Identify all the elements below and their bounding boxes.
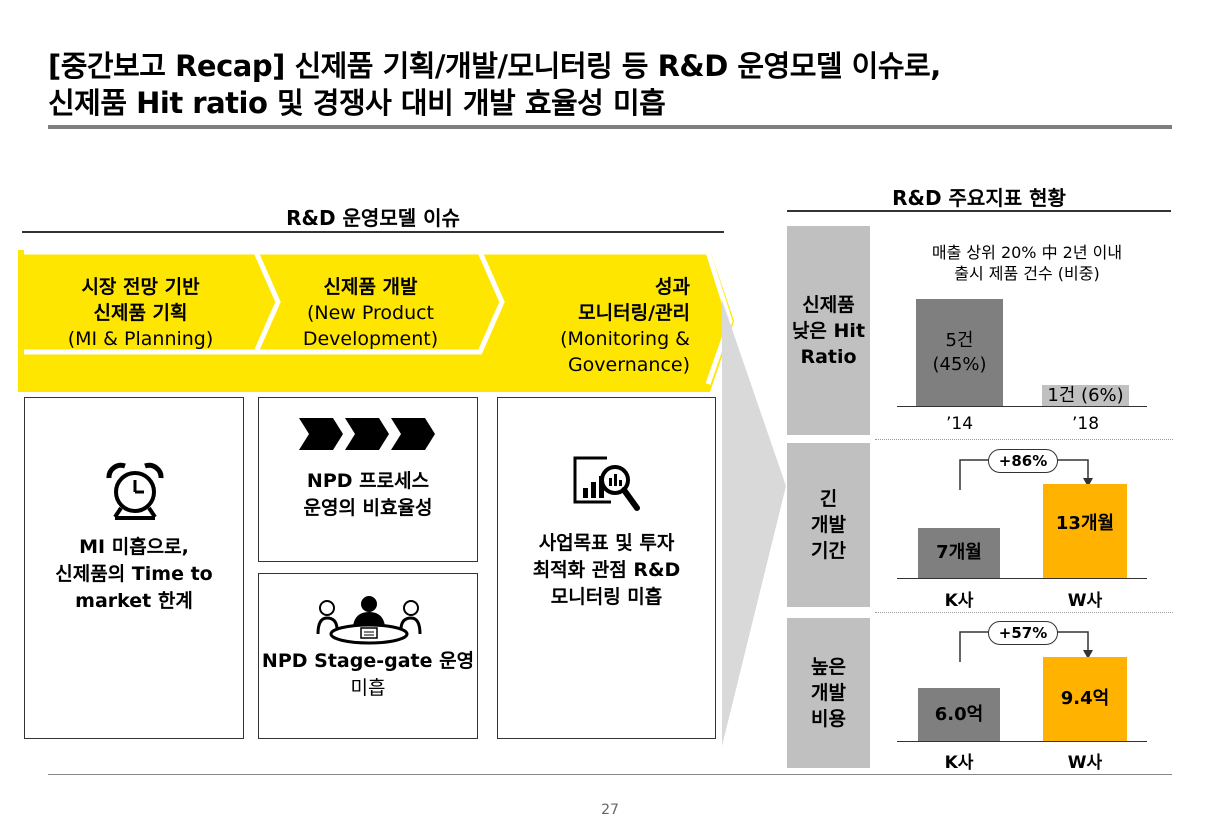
dev-cost-label: 높은 개발 비용 [787,618,870,768]
phase-development: 신제품 개발 (New Product Development) [258,274,483,352]
hit-ratio-label-line1: 신제품 [802,293,855,316]
phase-planning: 시장 전망 기반 신제품 기획 (MI & Planning) [28,274,253,352]
dev-period-label: 긴 개발 기간 [787,443,870,607]
dev-period-label-line3: 기간 [811,540,846,562]
hit-ratio-label-line3: Ratio [800,345,857,368]
row-divider-1 [875,439,1173,440]
issue-stage-gate-line2: 미흡 [350,677,386,699]
dev-cost-label-line3: 비용 [811,708,846,730]
dev-cost-growth-badge: +57% [988,621,1058,645]
phase-planning-line1: 시장 전망 기반 [81,276,200,298]
hit-ratio-bar-18-value: 1건 (6%) [1047,384,1124,406]
issue-monitoring-text: 사업목표 및 투자 최적화 관점 R&D 모니터링 미흡 [498,530,715,611]
analytics-magnifier-icon [573,456,640,511]
issue-npd-process-line2: 운영의 비효율성 [303,497,433,519]
dev-cost-x-label-k: K사 [944,753,974,773]
phase-chevron-2 [254,250,505,355]
dev-cost-bar-w-value: 9.4억 [1060,688,1110,709]
hit-ratio-subtitle-line2: 출시 제품 건수 (비중) [954,264,1100,283]
dev-cost-bar-k-value: 6.0억 [934,703,984,725]
phase-development-line1: 신제품 개발 [323,276,418,298]
phase-development-line3: Development) [302,328,439,350]
issue-monitoring-line2: 최적화 관점 R&D [532,559,681,581]
hit-ratio-bar-14-value: 5건 [945,329,974,351]
footer-divider [48,774,1172,775]
left-section-rule [22,231,724,233]
issue-box-monitoring: 사업목표 및 투자 최적화 관점 R&D 모니터링 미흡 [497,397,716,739]
dev-period-label-line2: 개발 [811,514,846,536]
title-divider [48,125,1172,129]
meeting-icon [316,596,422,645]
issue-box-stage-gate: NPD Stage-gate 운영 미흡 [258,573,478,739]
issue-monitoring-line3: 모니터링 미흡 [550,586,663,608]
process-arrow [18,250,734,392]
phase-monitoring-line4: Governance) [567,354,690,376]
page-title: [중간보고 Recap] 신제품 기획/개발/모니터링 등 R&D 운영모델 이… [48,48,1168,122]
right-section-header: R&D 주요지표 현황 [892,186,1066,210]
phase-development-line2: (New Product [306,302,435,324]
hit-ratio-x-label-14: ’14 [945,414,974,434]
dev-period-bar-w: 13개월 [1043,484,1127,578]
dev-cost-axis [897,741,1147,742]
issue-box-mi: MI 미흡으로, 신제품의 Time to market 한계 [24,397,244,739]
hit-ratio-x-label-18: ’18 [1071,414,1100,434]
issue-stage-gate-line1: NPD Stage-gate 운영 [261,650,475,672]
row-divider-2 [875,612,1173,613]
dev-cost-bar-w: 9.4억 [1043,657,1127,741]
phase-monitoring-line2: 모니터링/관리 [578,302,690,324]
issue-npd-process-text: NPD 프로세스 운영의 비효율성 [259,468,477,522]
issue-mi-text: MI 미흡으로, 신제품의 Time to market 한계 [25,534,243,615]
hit-ratio-bar-18: 1건 (6%) [1042,385,1129,406]
dev-cost-bar-k: 6.0억 [918,688,1000,741]
page-title-line1: [중간보고 Recap] 신제품 기획/개발/모니터링 등 R&D 운영모델 이… [48,49,941,83]
hit-ratio-subtitle-line1: 매출 상위 20% 中 2년 이내 [931,243,1123,262]
dev-cost-x-label-w: W사 [1067,753,1103,773]
hit-ratio-label: 신제품 낮은 Hit Ratio [787,226,870,435]
right-section-rule [787,210,1171,212]
alarm-clock-icon [106,462,164,520]
issue-stage-gate-text: NPD Stage-gate 운영 미흡 [259,648,477,702]
dev-period-x-label-k: K사 [944,591,974,611]
issue-monitoring-line1: 사업목표 및 투자 [538,532,675,554]
connector-wedge [722,300,786,746]
issue-mi-line3: market 한계 [75,590,193,612]
hit-ratio-axis [897,406,1147,407]
dev-period-growth-badge: +86% [988,449,1058,473]
phase-monitoring-line3: (Monitoring & [560,328,690,350]
dev-period-bar-w-value: 13개월 [1055,513,1115,534]
page-title-line2: 신제품 Hit ratio 및 경쟁사 대비 개발 효율성 미흡 [48,86,666,120]
phase-monitoring-line1: 성과 [655,276,690,298]
dev-period-label-line1: 긴 [819,488,838,510]
issue-mi-line2: 신제품의 Time to [55,563,213,585]
hit-ratio-bar-14: 5건 (45%) [916,299,1003,406]
issue-npd-process-line1: NPD 프로세스 [306,470,430,492]
process-chevrons-icon [299,418,435,450]
phase-chevron-3 [480,250,733,385]
phase-monitoring: 성과 모니터링/관리 (Monitoring & Governance) [490,274,690,378]
hit-ratio-label-line2: 낮은 Hit [791,319,866,342]
dev-period-axis [897,578,1147,579]
issue-mi-line1: MI 미흡으로, [79,536,189,558]
dev-cost-label-line2: 개발 [811,682,846,704]
dev-cost-label-line1: 높은 [811,656,846,678]
hit-ratio-bar-14-share: (45%) [932,353,987,375]
dev-period-bar-k: 7개월 [918,528,1000,578]
page-number: 27 [601,802,619,818]
left-section-header: R&D 운영모델 이슈 [286,206,460,230]
hit-ratio-subtitle: 매출 상위 20% 中 2년 이내 출시 제품 건수 (비중) [882,242,1172,284]
phase-planning-line2: 신제품 기획 [93,302,188,324]
phase-planning-line3: (MI & Planning) [67,328,214,350]
process-arrow-body [18,250,734,392]
phase-chevron-1 [24,250,281,355]
dev-period-x-label-w: W사 [1067,591,1103,611]
issue-box-npd-process: NPD 프로세스 운영의 비효율성 [258,397,478,562]
dev-period-bar-k-value: 7개월 [936,542,982,563]
